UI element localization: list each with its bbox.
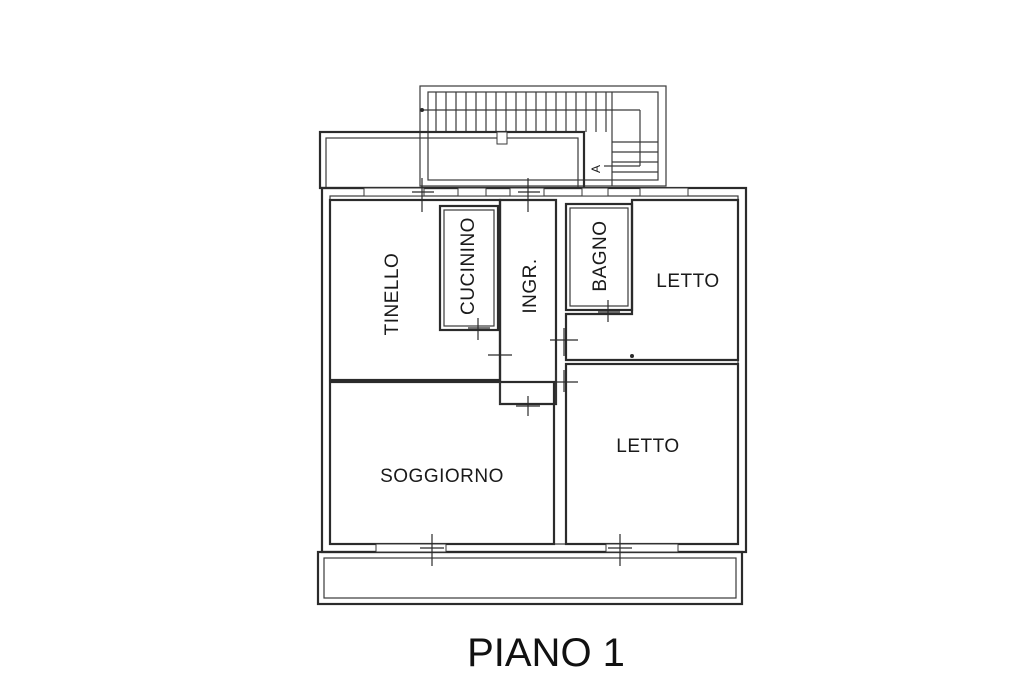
label-soggiorno: SOGGIORNO <box>380 466 504 487</box>
room-cucinino <box>438 204 500 332</box>
label-bagno: BAGNO <box>590 220 611 291</box>
bottom-balcony <box>316 550 744 606</box>
floor-title: PIANO 1 <box>467 631 625 675</box>
label-letto-1: LETTO <box>656 271 719 292</box>
room-letto-1 <box>564 198 740 362</box>
staircase: A <box>419 85 667 187</box>
label-ingresso: INGR. <box>520 258 541 313</box>
windows <box>363 187 689 553</box>
inner-wall-outline <box>329 195 739 545</box>
outer-wall <box>320 186 748 554</box>
label-tinello: TINELLO <box>382 253 403 336</box>
label-letto-2: LETTO <box>616 436 679 457</box>
stair-direction-marker: A <box>589 164 603 173</box>
label-cucinino: CUCININO <box>458 217 479 315</box>
crosshair-markers <box>412 178 634 566</box>
